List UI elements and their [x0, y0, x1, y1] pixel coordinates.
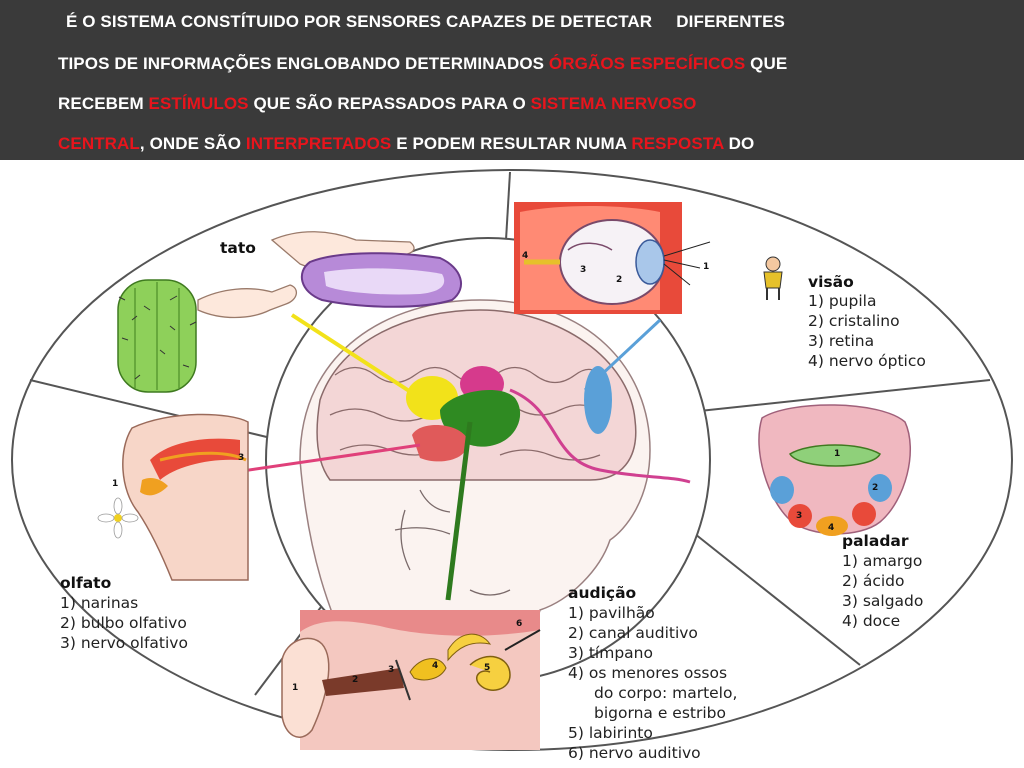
highlighted-term: RESPOSTA — [631, 134, 724, 153]
audicao-item-4c: bigorna e estribo — [594, 704, 726, 722]
divider-paladar-audicao — [689, 529, 861, 666]
audicao-item-3: 3) tímpano — [568, 644, 653, 662]
visao-marker-2: 2 — [616, 275, 622, 285]
connector-tato — [290, 313, 422, 400]
divider-olfato-tato — [29, 379, 301, 446]
paladar-marker-2: 2 — [872, 483, 878, 493]
connector-paladar — [509, 388, 691, 484]
visao-marker-3: 3 — [580, 265, 586, 275]
brain-area-olfato — [412, 424, 469, 462]
paladar-item-3: 3) salgado — [842, 592, 923, 610]
audicao-item-4: 4) os menores ossos — [568, 664, 727, 682]
taste-zone-salgado-left — [788, 504, 812, 528]
header-text-segment: DO — [723, 134, 755, 153]
header-text-segment: QUE SÃO REPASSADOS PARA O — [248, 94, 531, 113]
highlighted-term: INTERPRETADOS — [245, 134, 392, 153]
visao-illustration: 1 2 3 4 — [514, 202, 783, 314]
eye-lens — [635, 239, 665, 285]
header-line-2: TIPOS DE INFORMAÇÕES ENGLOBANDO DETERMIN… — [58, 54, 787, 74]
cochlea — [469, 655, 511, 691]
audicao-item-6: 6) nervo auditivo — [568, 744, 701, 762]
boy-figure — [763, 256, 783, 300]
highlighted-term: SISTEMA NERVOSO — [530, 94, 697, 113]
header-text-segment: TIPOS DE INFORMAÇÕES ENGLOBANDO DETERMIN… — [58, 54, 549, 73]
audicao-item-5: 5) labirinto — [568, 724, 653, 742]
taste-zone-acido-right — [868, 474, 892, 502]
paladar-illustration: 1 2 3 4 — [758, 404, 912, 536]
olfato-illustration: 1 3 — [97, 413, 249, 581]
visao-item-3: 3) retina — [808, 332, 874, 350]
audicao-marker-4: 4 — [432, 661, 438, 671]
flower-icon — [97, 497, 139, 539]
taste-zone-doce — [816, 516, 848, 536]
connector-audicao — [445, 421, 473, 601]
tato-illustration — [117, 231, 462, 393]
audicao-title: audição — [568, 584, 636, 602]
header-text-segment: QUE — [745, 54, 788, 73]
olfato-item-2: 2) bulbo olfativo — [60, 614, 187, 632]
paladar-marker-1: 1 — [834, 449, 840, 459]
taste-zone-acido-left — [770, 476, 794, 504]
olfato-marker-1: 1 — [112, 479, 118, 489]
visao-title: visão — [808, 273, 854, 291]
highlighted-term: ESTÍMULOS — [148, 94, 249, 113]
header-line-1: É O SISTEMA CONSTÍTUIDO POR SENSORES CAP… — [66, 12, 785, 32]
head-brain-illustration — [299, 299, 651, 681]
tato-title: tato — [220, 239, 256, 257]
visao-marker-1: 1 — [703, 262, 709, 272]
audicao-marker-5: 5 — [484, 663, 490, 673]
audicao-marker-1: 1 — [292, 683, 298, 693]
paladar-title: paladar — [842, 532, 909, 550]
paladar-item-4: 4) doce — [842, 612, 900, 630]
visao-item-4: 4) nervo óptico — [808, 352, 926, 370]
senses-diagram: tato 1 2 3 4 visão 1) pupila 2) cristali… — [11, 169, 1013, 762]
header-text-segment: E PODEM RESULTAR NUMA — [391, 134, 632, 153]
visao-item-2: 2) cristalino — [808, 312, 900, 330]
paladar-marker-4: 4 — [828, 523, 834, 533]
header-text-segment: É O SISTEMA CONSTÍTUIDO POR SENSORES CAP… — [66, 12, 785, 31]
ossicles — [409, 658, 447, 681]
olfato-marker-3: 3 — [238, 453, 244, 463]
taste-zone-amargo — [788, 444, 881, 467]
header-line-4: CENTRAL, ONDE SÃO INTERPRETADOS E PODEM … — [58, 134, 754, 154]
divider-visao-paladar — [689, 379, 991, 413]
olfato-item-1: 1) narinas — [60, 594, 138, 612]
audicao-item-1: 1) pavilhão — [568, 604, 655, 622]
header-line-3: RECEBEM ESTÍMULOS QUE SÃO REPASSADOS PAR… — [58, 94, 696, 114]
highlighted-term: CENTRAL — [58, 134, 140, 153]
olfato-title: olfato — [60, 574, 111, 592]
ear-canal — [322, 668, 404, 696]
connector-visao — [583, 318, 662, 392]
visao-item-1: 1) pupila — [808, 292, 876, 310]
paladar-item-1: 1) amargo — [842, 552, 922, 570]
audicao-marker-3: 3 — [388, 665, 394, 675]
header-text-segment: , ONDE SÃO — [139, 134, 246, 153]
header-text-segment: RECEBEM — [58, 94, 149, 113]
taste-zone-salgado-right — [852, 502, 876, 526]
audicao-illustration: 1 2 3 4 5 6 — [281, 610, 541, 750]
visao-marker-4: 4 — [522, 251, 528, 261]
header-text-block: É O SISTEMA CONSTÍTUIDO POR SENSORES CAP… — [0, 0, 1024, 160]
paladar-marker-3: 3 — [796, 511, 802, 521]
audicao-marker-2: 2 — [352, 675, 358, 685]
olfato-item-3: 3) nervo olfativo — [60, 634, 188, 652]
paladar-item-2: 2) ácido — [842, 572, 904, 590]
audicao-item-4b: do corpo: martelo, — [594, 684, 737, 702]
hand-tato-lower — [197, 284, 297, 319]
audicao-item-2: 2) canal auditivo — [568, 624, 698, 642]
connector-olfato — [214, 443, 421, 477]
highlighted-term: ÓRGÃOS ESPECÍFICOS — [548, 54, 746, 73]
audicao-marker-6: 6 — [516, 619, 522, 629]
